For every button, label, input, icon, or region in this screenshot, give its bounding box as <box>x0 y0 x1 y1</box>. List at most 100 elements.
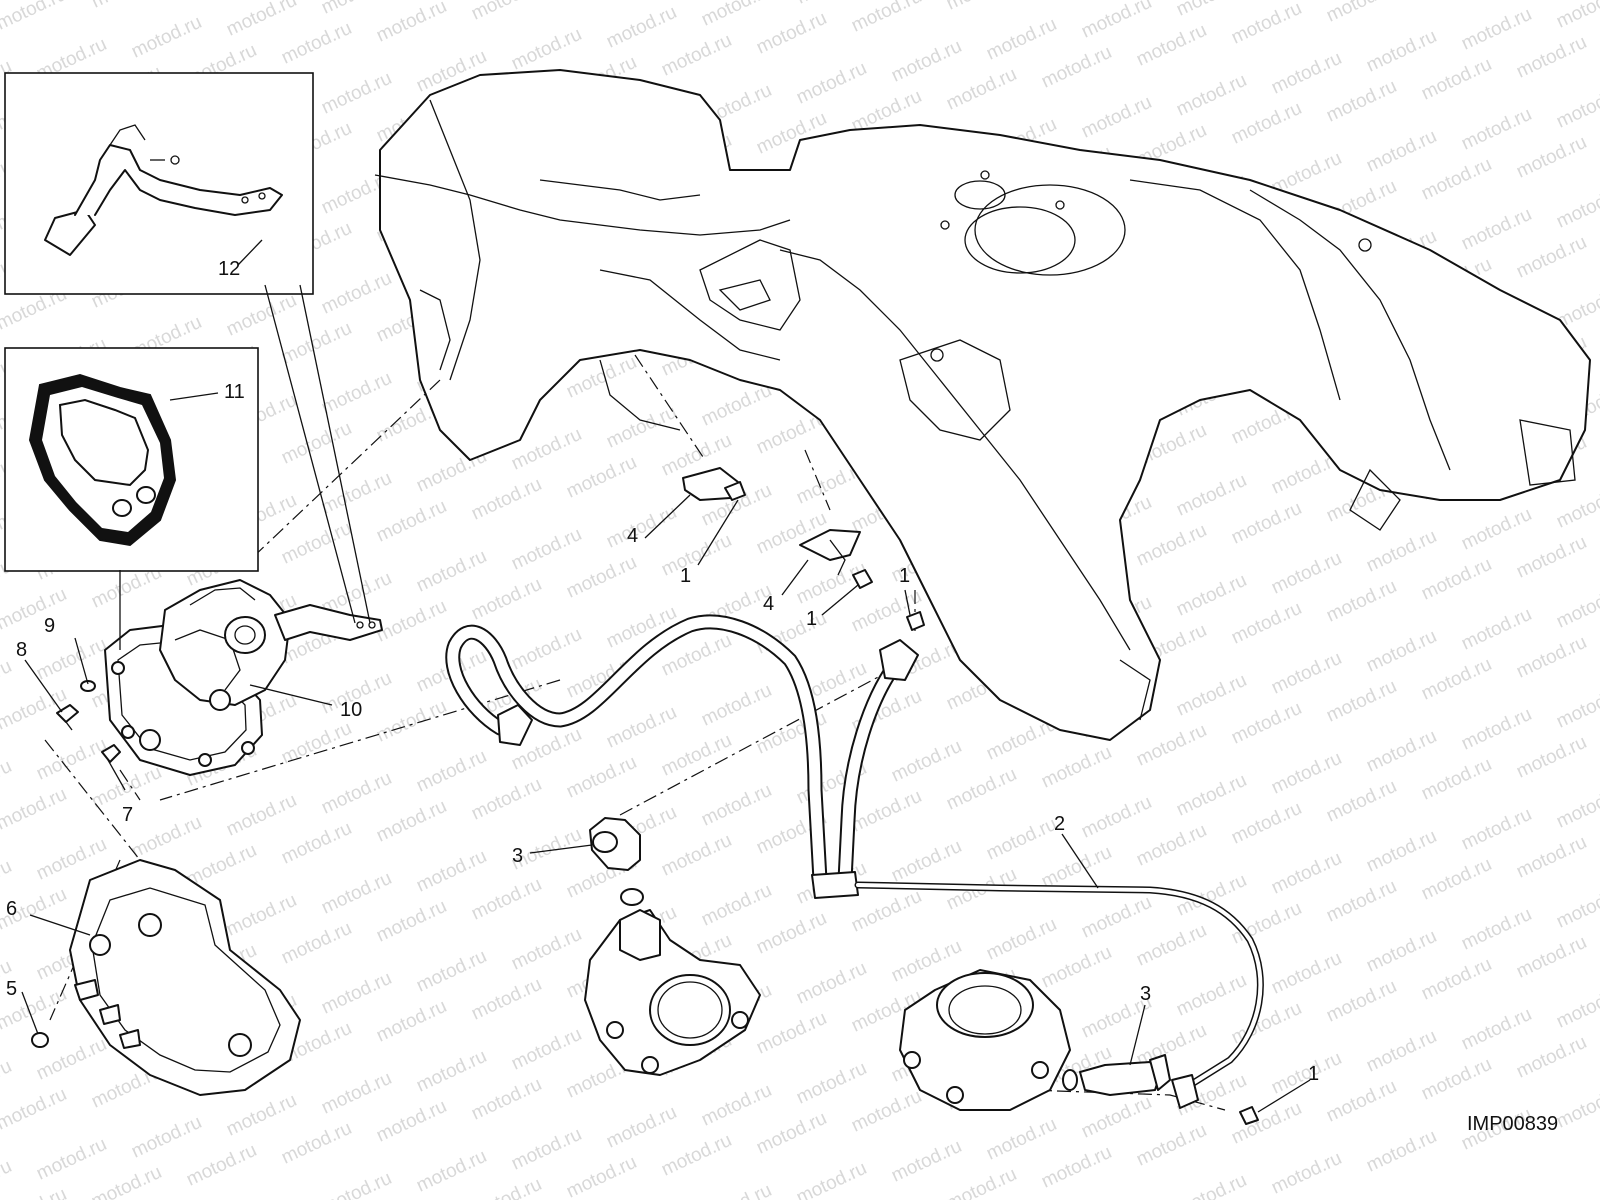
watermark-text: motod.ru <box>1323 76 1400 127</box>
watermark-text: motod.ru <box>468 774 545 825</box>
fuel-pump-assembly <box>104 579 383 776</box>
watermark-text: motod.ru <box>1458 504 1535 555</box>
watermark-text: motod.ru <box>318 468 395 519</box>
watermark-text: motod.ru <box>1553 482 1600 533</box>
watermark-text: motod.ru <box>1173 670 1250 721</box>
watermark-text: motod.ru <box>1553 182 1600 233</box>
watermark-text: motod.ru <box>1513 132 1590 183</box>
watermark-text: motod.ru <box>1078 892 1155 943</box>
callout-1a: 1 <box>680 565 691 587</box>
watermark-text: motod.ru <box>753 1108 830 1159</box>
watermark-text: motod.ru <box>793 58 870 109</box>
watermark-text: motod.ru <box>1513 532 1590 583</box>
watermark-text: motod.ru <box>318 368 395 419</box>
callout-1d: 1 <box>1308 1063 1319 1085</box>
watermark-text: motod.ru <box>1418 554 1495 605</box>
watermark-text: motod.ru <box>1553 982 1600 1033</box>
watermark-text: motod.ru <box>943 64 1020 115</box>
watermark-text: motod.ru <box>1513 732 1590 783</box>
watermark-text: motod.ru <box>1458 604 1535 655</box>
watermark-text: motod.ru <box>1173 0 1250 21</box>
watermark-text: motod.ru <box>1173 70 1250 121</box>
watermark-text: motod.ru <box>508 924 585 975</box>
throttle-bodies <box>584 909 1071 1111</box>
watermark-text: motod.ru <box>888 36 965 87</box>
watermark-text: motod.ru <box>0 756 15 807</box>
watermark-text: motod.ru <box>1418 0 1495 5</box>
watermark-text: motod.ru <box>698 680 775 731</box>
injectors <box>589 817 1171 1096</box>
watermark-text: motod.ru <box>0 1056 15 1107</box>
watermark-text: motod.ru <box>318 0 395 19</box>
watermark-text: motod.ru <box>698 880 775 931</box>
watermark-text: motod.ru <box>468 874 545 925</box>
watermark-text: motod.ru <box>128 1112 205 1163</box>
watermark-text: motod.ru <box>983 914 1060 965</box>
watermark-text: motod.ru <box>1133 520 1210 571</box>
callout-4a: 4 <box>627 525 638 547</box>
watermark-text: motod.ru <box>1553 682 1600 733</box>
watermark-text: motod.ru <box>1323 776 1400 827</box>
watermark-text: motod.ru <box>508 524 585 575</box>
hose-clips <box>682 467 1259 1125</box>
watermark-text: motod.ru <box>1418 154 1495 205</box>
watermark-text: motod.ru <box>1268 548 1345 599</box>
callout-6: 6 <box>6 898 17 920</box>
watermark-text: motod.ru <box>318 1068 395 1119</box>
callout-1b: 1 <box>806 608 817 630</box>
watermark-text: motod.ru <box>563 552 640 603</box>
pump-fasteners <box>56 680 121 763</box>
watermark-text: motod.ru <box>278 518 355 569</box>
watermark-text: motod.ru <box>753 908 830 959</box>
callout-3b: 3 <box>1140 983 1151 1005</box>
fuel-tank <box>374 69 1591 741</box>
watermark-text: motod.ru <box>658 30 735 81</box>
callout-5: 5 <box>6 978 17 1000</box>
watermark-text: motod.ru <box>1268 848 1345 899</box>
watermark-text: motod.ru <box>468 0 545 25</box>
watermark-text: motod.ru <box>223 1090 300 1141</box>
watermark-text: motod.ru <box>33 634 110 685</box>
watermark-text: motod.ru <box>1228 598 1305 649</box>
watermark-text: motod.ru <box>1323 676 1400 727</box>
watermark-text: motod.ru <box>88 1162 165 1200</box>
watermark-text: motod.ru <box>1133 720 1210 771</box>
watermark-text: motod.ru <box>1078 1092 1155 1143</box>
watermark-text: motod.ru <box>468 474 545 525</box>
watermark-text: motod.ru <box>0 1084 70 1135</box>
watermark-text: motod.ru <box>1418 854 1495 905</box>
watermark-text: motod.ru <box>1268 48 1345 99</box>
callout-labels: 12 11 10 9 8 7 6 5 4 1 4 1 1 3 2 3 1 IMP… <box>6 258 1558 1135</box>
fuel-hoses <box>445 614 1264 1109</box>
watermark-text: motod.ru <box>318 68 395 119</box>
watermark-text: motod.ru <box>888 936 965 987</box>
watermark-text: motod.ru <box>1228 698 1305 749</box>
watermark-text: motod.ru <box>603 702 680 753</box>
watermark-text: motod.ru <box>1363 726 1440 777</box>
watermark-text: motod.ru <box>0 1156 15 1200</box>
watermark-text: motod.ru <box>1268 1048 1345 1099</box>
watermark-text: motod.ru <box>1363 1126 1440 1177</box>
watermark-text: motod.ru <box>1173 570 1250 621</box>
watermark-text: motod.ru <box>318 768 395 819</box>
watermark-text: motod.ru <box>223 0 300 41</box>
callout-8: 8 <box>16 639 27 661</box>
watermark-text: motod.ru <box>793 1058 870 1109</box>
watermark-text: motod.ru <box>223 790 300 841</box>
watermark-text: motod.ru <box>1323 976 1400 1027</box>
watermark-text: motod.ru <box>413 946 490 997</box>
watermark-text: motod.ru <box>88 0 165 13</box>
watermark-text: motod.ru <box>1173 970 1250 1021</box>
watermark-text: motod.ru <box>1553 82 1600 133</box>
watermark-text: motod.ru <box>1513 232 1590 283</box>
watermark-text: motod.ru <box>698 0 775 31</box>
watermark-text: motod.ru <box>1323 876 1400 927</box>
detail-box-level-sensor <box>4 72 314 295</box>
watermark-text: motod.ru <box>278 418 355 469</box>
watermark-text: motod.ru <box>413 1046 490 1097</box>
watermark-text: motod.ru <box>318 868 395 919</box>
watermark-text: motod.ru <box>1173 470 1250 521</box>
watermark-text: motod.ru <box>1268 1148 1345 1199</box>
watermark-text: motod.ru <box>1363 26 1440 77</box>
watermark-text: motod.ru <box>983 1114 1060 1165</box>
